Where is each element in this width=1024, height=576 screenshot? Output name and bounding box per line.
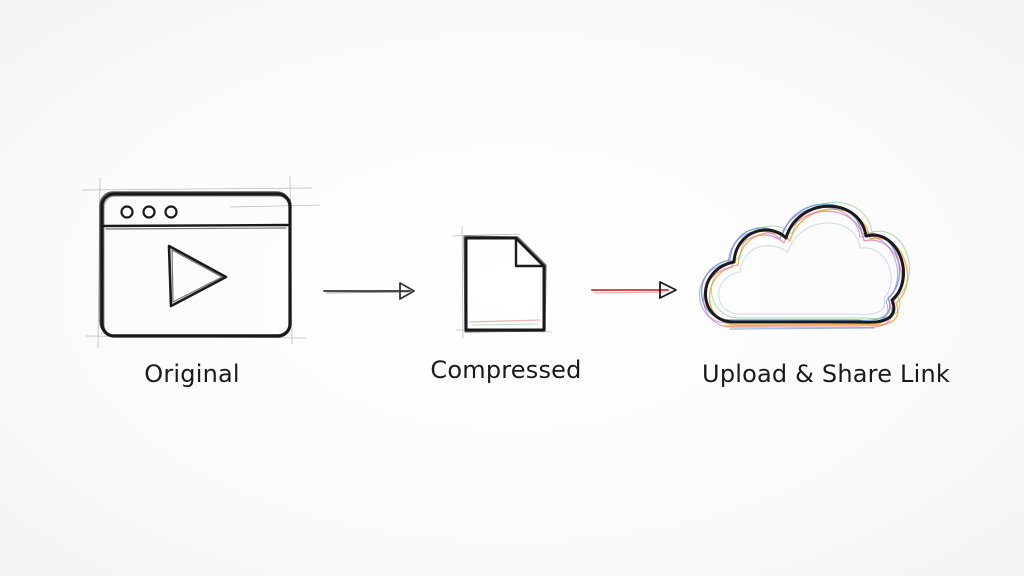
arrow-original-to-compressed — [323, 282, 415, 300]
cloud-icon — [699, 201, 910, 330]
video-window-icon — [81, 175, 321, 349]
arrow-compressed-to-upload — [591, 281, 677, 299]
step-label-compressed: Compressed — [430, 356, 582, 384]
step-label-original: Original — [144, 360, 240, 388]
step-label-upload: Upload & Share Link — [702, 360, 950, 388]
file-icon — [451, 225, 553, 339]
